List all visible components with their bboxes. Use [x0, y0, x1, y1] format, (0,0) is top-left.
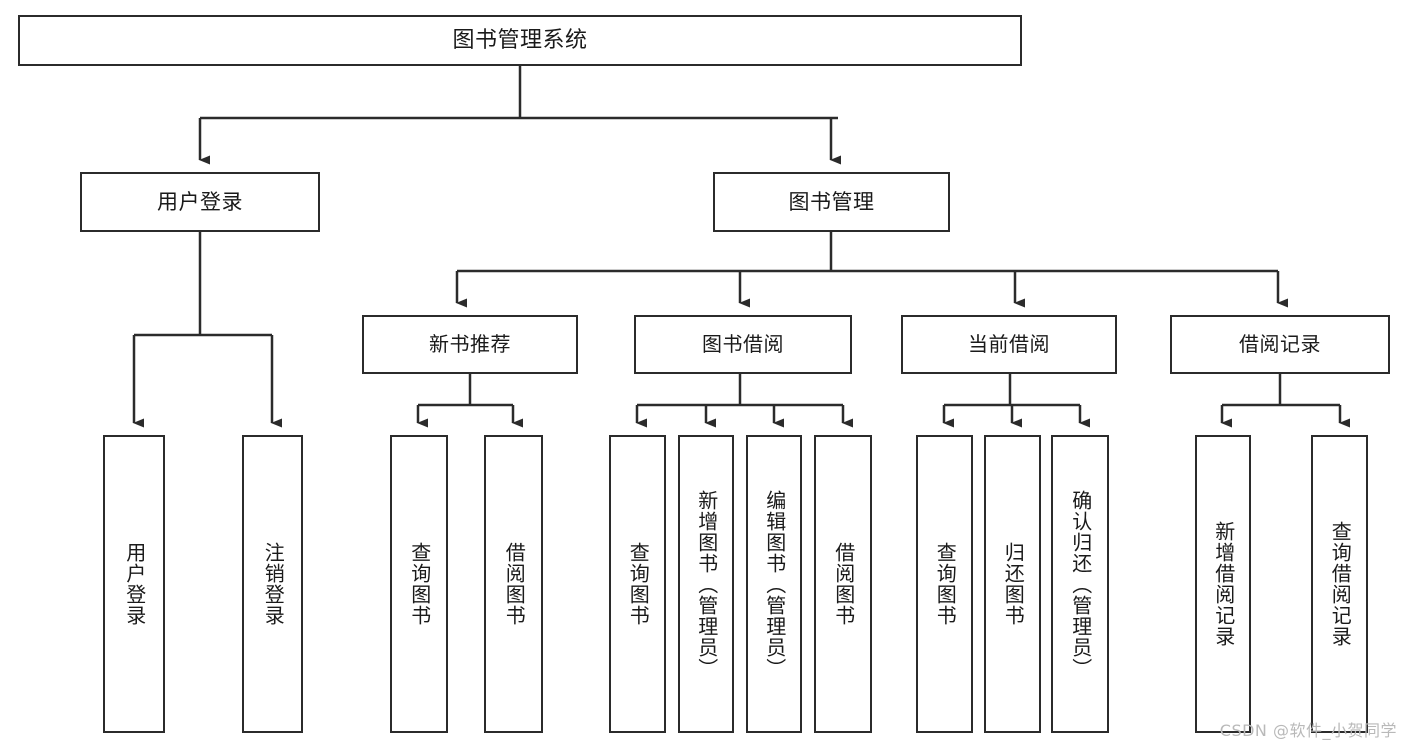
- node-label: 图书管理系统: [452, 27, 588, 53]
- node-label: 查询图书: [626, 542, 651, 626]
- node-label: 新增图书（管理员）: [694, 489, 719, 679]
- node-book-management[interactable]: 图书管理: [713, 172, 950, 232]
- node-label: 借阅记录: [1239, 332, 1321, 356]
- node-label: 新书推荐: [429, 332, 511, 356]
- node-leaf-query-book-recommend[interactable]: 查询图书: [390, 435, 448, 733]
- node-label: 借阅图书: [502, 542, 527, 626]
- node-leaf-query-book-current[interactable]: 查询图书: [916, 435, 973, 733]
- node-label: 归还图书: [1001, 542, 1026, 626]
- node-label: 图书借阅: [702, 332, 784, 356]
- node-leaf-add-borrow-record[interactable]: 新增借阅记录: [1195, 435, 1251, 733]
- node-label: 用户登录: [157, 189, 243, 214]
- node-leaf-add-book-admin[interactable]: 新增图书（管理员）: [678, 435, 734, 733]
- node-leaf-borrow-book-recommend[interactable]: 借阅图书: [484, 435, 543, 733]
- node-borrow-record[interactable]: 借阅记录: [1170, 315, 1390, 374]
- node-leaf-query-borrow-record[interactable]: 查询借阅记录: [1311, 435, 1368, 733]
- node-label: 新增借阅记录: [1211, 521, 1236, 647]
- node-label: 注销登录: [261, 542, 286, 626]
- node-label: 查询图书: [933, 542, 958, 626]
- node-label: 编辑图书（管理员）: [762, 489, 787, 679]
- node-leaf-confirm-return-admin[interactable]: 确认归还（管理员）: [1051, 435, 1109, 733]
- node-new-book-recommend[interactable]: 新书推荐: [362, 315, 578, 374]
- node-label: 查询图书: [407, 542, 432, 626]
- node-label: 借阅图书: [831, 542, 856, 626]
- node-book-borrow[interactable]: 图书借阅: [634, 315, 852, 374]
- node-leaf-return-book[interactable]: 归还图书: [984, 435, 1041, 733]
- watermark: CSDN @软件_小贺同学: [1219, 721, 1397, 740]
- node-label: 当前借阅: [968, 332, 1050, 356]
- node-user-login[interactable]: 用户登录: [80, 172, 320, 232]
- node-label: 用户登录: [122, 542, 147, 626]
- node-leaf-query-book[interactable]: 查询图书: [609, 435, 666, 733]
- node-leaf-edit-book-admin[interactable]: 编辑图书（管理员）: [746, 435, 802, 733]
- node-label: 查询借阅记录: [1328, 521, 1353, 647]
- node-root-system[interactable]: 图书管理系统: [18, 15, 1022, 66]
- node-label: 图书管理: [788, 189, 875, 214]
- node-leaf-user-login[interactable]: 用户登录: [103, 435, 165, 733]
- node-current-borrow[interactable]: 当前借阅: [901, 315, 1117, 374]
- node-leaf-logout[interactable]: 注销登录: [242, 435, 303, 733]
- node-label: 确认归还（管理员）: [1068, 489, 1093, 679]
- node-leaf-borrow-book[interactable]: 借阅图书: [814, 435, 872, 733]
